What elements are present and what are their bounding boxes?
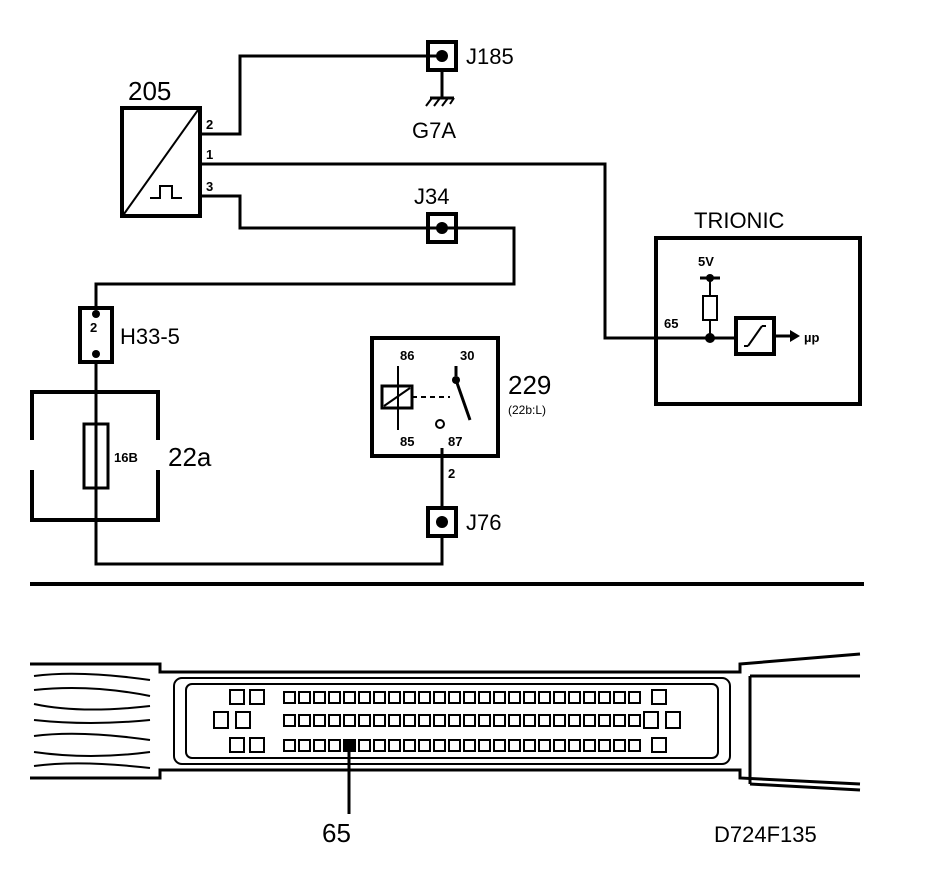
- trionic-title: TRIONIC: [694, 208, 785, 233]
- trionic-output: µp: [804, 330, 819, 345]
- trionic-pin-65: 65: [664, 316, 678, 331]
- j76-label: J76: [466, 510, 501, 535]
- sensor-pin-1: 1: [206, 147, 213, 162]
- sensor-205: 205 2 1 3: [120, 76, 213, 218]
- connector-h33-5: 2 H33-5: [78, 306, 180, 364]
- j76-pin-2: 2: [448, 466, 455, 481]
- ecu-connector: 65: [30, 652, 861, 848]
- junction-j34: J34: [414, 184, 458, 244]
- diagram-code: D724F135: [714, 822, 817, 847]
- pin-row-top: [229, 689, 667, 705]
- relay-pin-87: 87: [448, 434, 462, 449]
- relay-229: 86 30 85 87 229 (22b:L) 2: [370, 336, 551, 481]
- h33-pin-top: 2: [90, 320, 97, 335]
- h33-label: H33-5: [120, 324, 180, 349]
- pin-row-middle: [213, 711, 681, 729]
- pin-65-marker: [343, 739, 356, 752]
- relay-pin-86: 86: [400, 348, 414, 363]
- junction-j185: J185: [426, 40, 514, 72]
- pin-row-bottom: [229, 737, 667, 753]
- wires: [94, 54, 710, 566]
- relay-id: 229: [508, 370, 551, 400]
- trionic-voltage: 5V: [698, 254, 714, 269]
- ground-g7a: G7A: [412, 96, 456, 143]
- fuse-box-label: 22a: [168, 442, 212, 472]
- fuse-label: 16B: [114, 450, 138, 465]
- j185-label: J185: [466, 44, 514, 69]
- j34-label: J34: [414, 184, 449, 209]
- ground-label: G7A: [412, 118, 456, 143]
- junction-j76: J76: [426, 506, 501, 538]
- trionic-unit: TRIONIC 5V µp 65: [654, 208, 862, 406]
- wire-strands: [33, 672, 151, 769]
- relay-pin-30: 30: [460, 348, 474, 363]
- sensor-pin-2: 2: [206, 117, 213, 132]
- relay-pin-85: 85: [400, 434, 414, 449]
- sensor-pin-3: 3: [206, 179, 213, 194]
- fuse-box-22a: 16B 22a: [28, 390, 212, 522]
- relay-sub: (22b:L): [508, 403, 546, 417]
- sensor-id: 205: [128, 76, 171, 106]
- ecu-pin-label: 65: [322, 818, 351, 848]
